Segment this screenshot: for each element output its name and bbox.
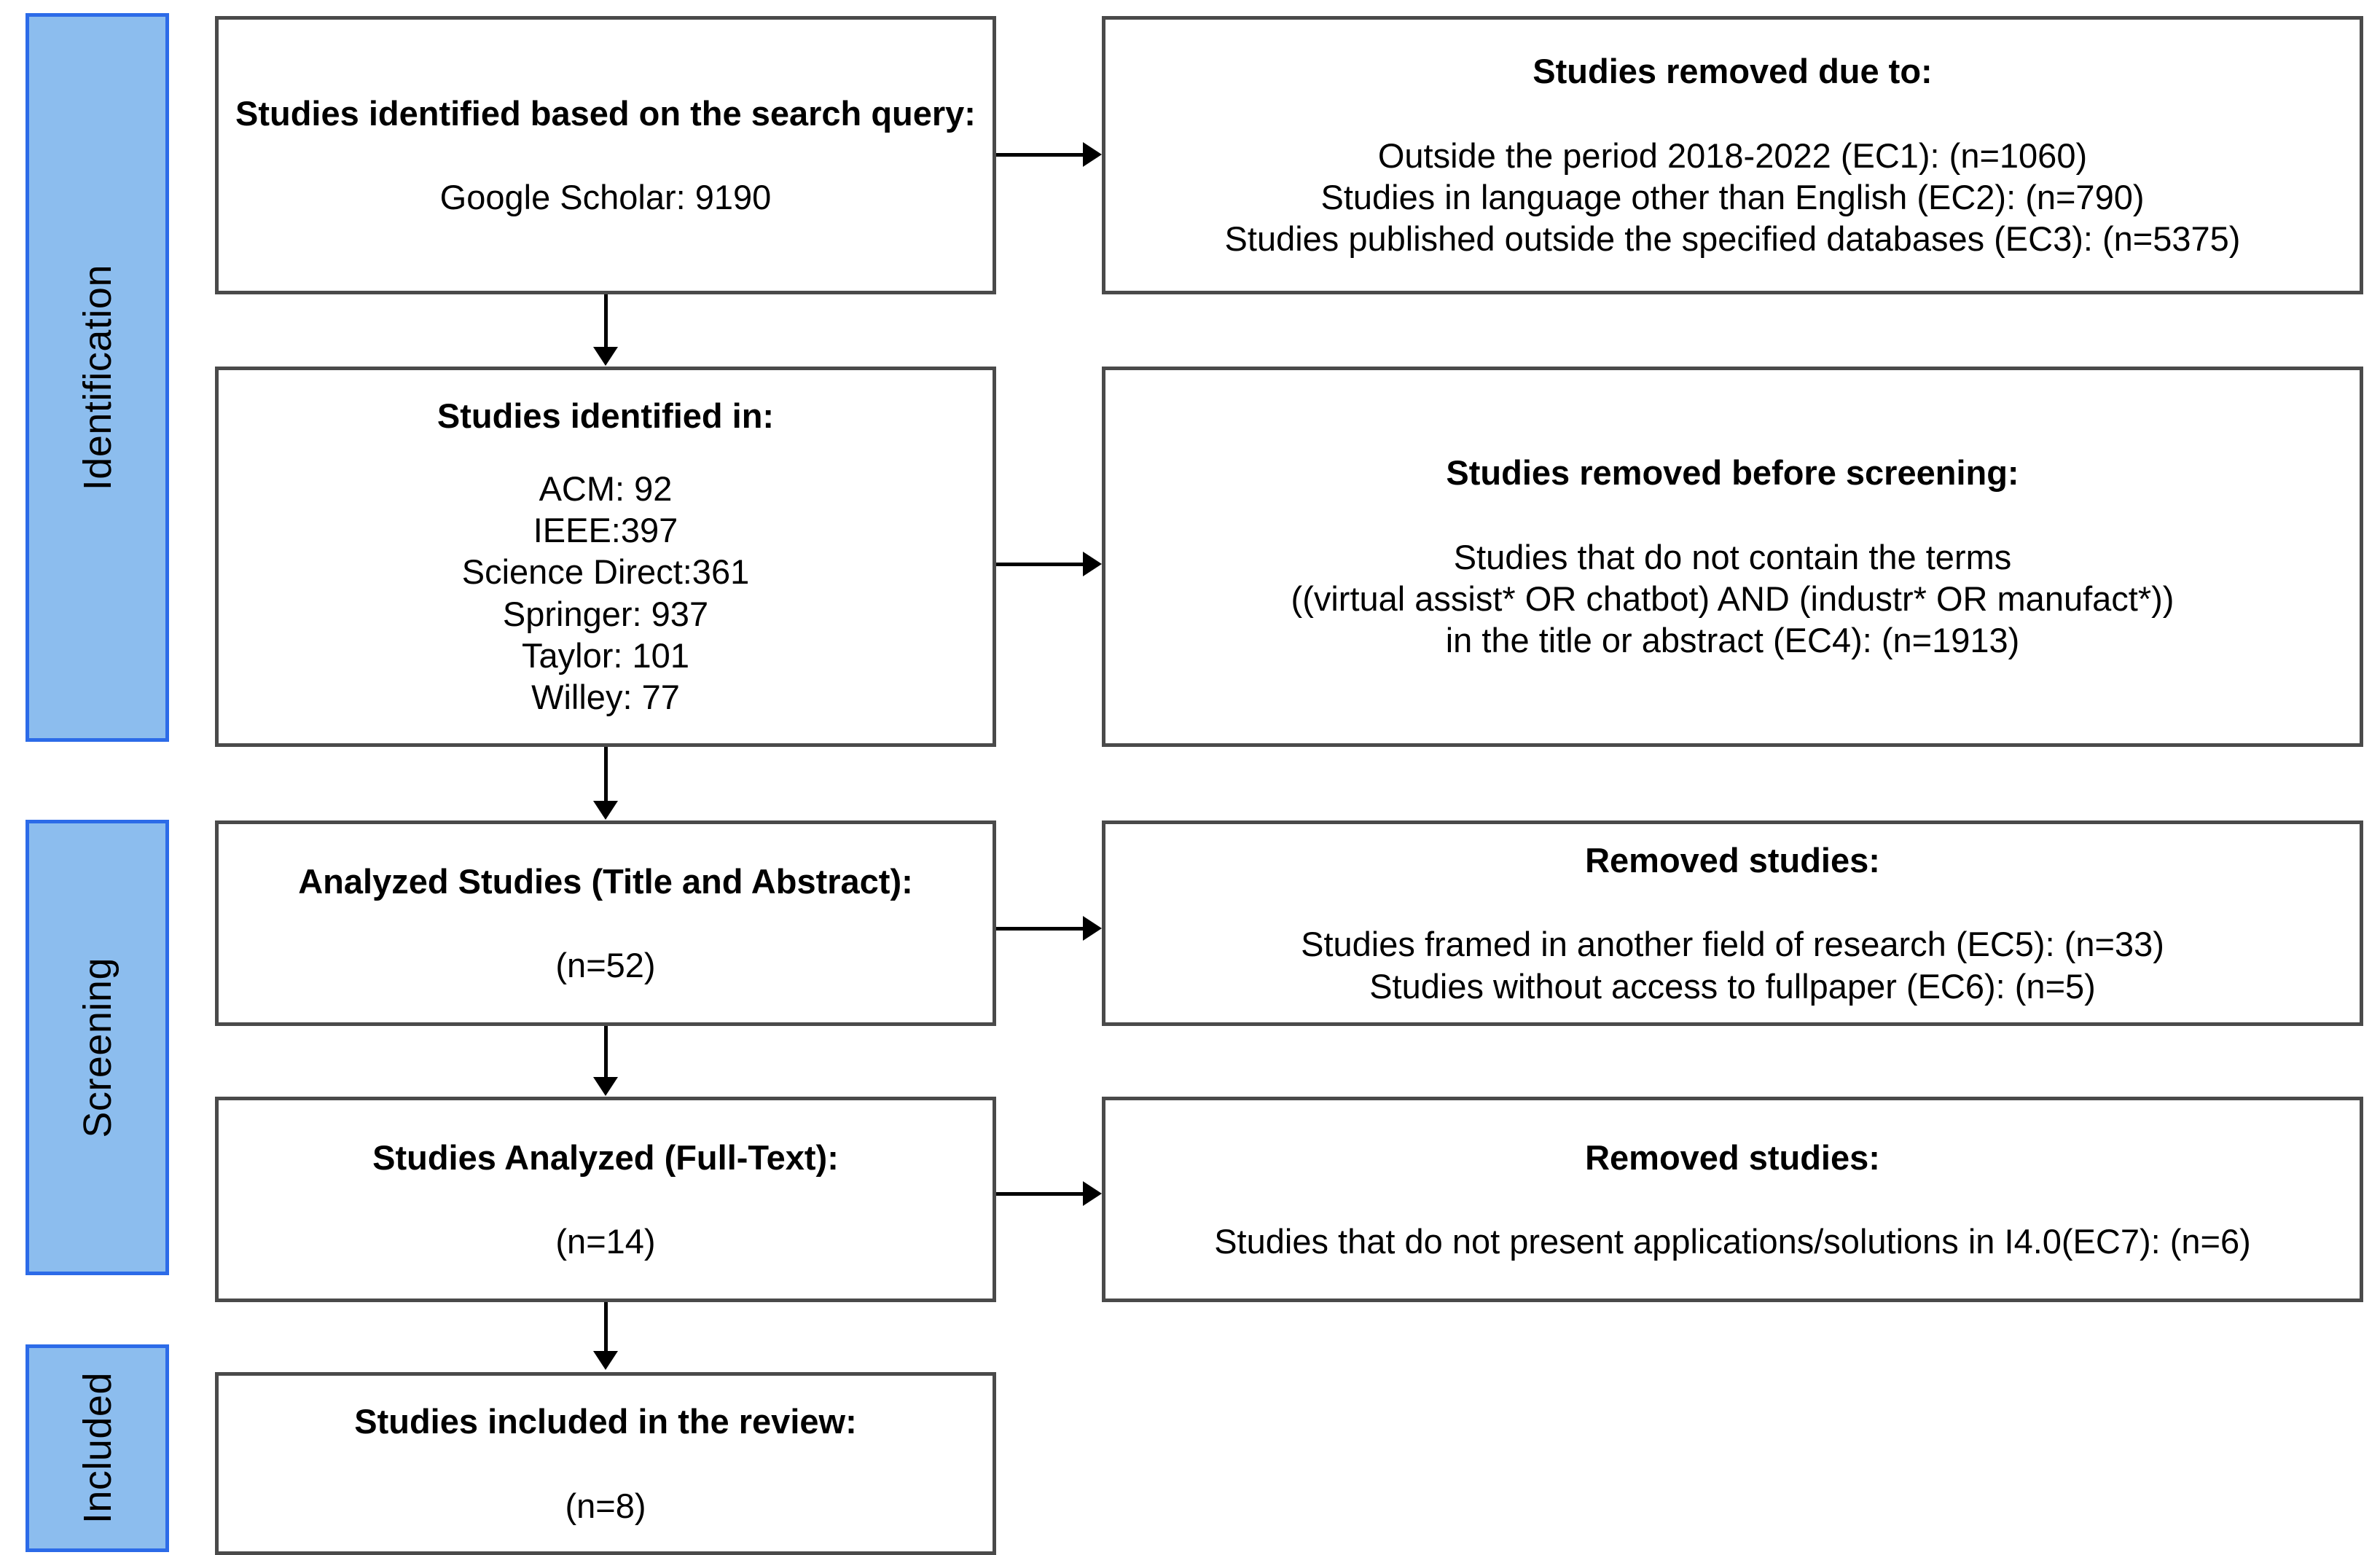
box-analyzed-title-abstract-line-0: (n=52) [555, 946, 656, 984]
box-removed-before-screening-line-0: Studies that do not contain the terms [1453, 537, 2012, 576]
connector-row2-to-row3 [604, 747, 608, 802]
box-removed-due-to-title: Studies removed due to: [1532, 52, 1933, 91]
connector-row3-horizontal [996, 927, 1084, 931]
box-included-in-review-line-0: (n=8) [565, 1486, 646, 1525]
box-studies-identified-in-title: Studies identified in: [437, 396, 775, 436]
box-studies-identified-in: Studies identified in: ACM: 92 IEEE:397 … [215, 367, 996, 747]
connector-row1-horizontal [996, 153, 1084, 157]
phase-label-identification: Identification [75, 264, 120, 491]
box-removed-before-screening: Studies removed before screening: Studie… [1102, 367, 2363, 747]
box-removed-due-to: Studies removed due to: Outside the peri… [1102, 16, 2363, 294]
box-removed-studies-screening-title: Removed studies: [1585, 841, 1880, 880]
connector-row3-to-row4 [604, 1026, 608, 1078]
box-removed-before-screening-title: Studies removed before screening: [1446, 453, 2019, 493]
phase-band-screening: Screening [26, 820, 169, 1275]
arrowhead-row5-down [593, 1351, 618, 1370]
phase-label-included: Included [75, 1372, 120, 1524]
box-analyzed-title-abstract-title: Analyzed Studies (Title and Abstract): [298, 861, 913, 901]
connector-row2-horizontal [996, 563, 1084, 566]
connector-row1-to-row2 [604, 294, 608, 348]
box-removed-due-to-line-1: Studies in language other than English (… [1320, 178, 2145, 216]
box-removed-studies-screening-line-1: Studies without access to fullpaper (EC6… [1369, 966, 2096, 1006]
box-removed-studies-fulltext: Removed studies: Studies that do not pre… [1102, 1097, 2363, 1302]
box-removed-due-to-line-0: Outside the period 2018-2022 (EC1): (n=1… [1377, 136, 2088, 175]
box-removed-due-to-line-2: Studies published outside the specified … [1224, 219, 2241, 259]
connector-row4-horizontal [996, 1192, 1084, 1196]
box-removed-studies-screening: Removed studies: Studies framed in anoth… [1102, 820, 2363, 1026]
box-studies-identified-in-line-5: Willey: 77 [531, 678, 680, 717]
arrowhead-row3-down [593, 801, 618, 820]
arrowhead-row3-right [1083, 916, 1102, 941]
box-search-query-title: Studies identified based on the search q… [235, 93, 976, 133]
box-analyzed-full-text-title: Studies Analyzed (Full-Text): [372, 1137, 839, 1177]
box-included-in-review-title: Studies included in the review: [354, 1402, 857, 1441]
box-search-query-line-0: Google Scholar: 9190 [439, 178, 772, 216]
arrowhead-row4-down [593, 1077, 618, 1096]
box-studies-identified-in-line-3: Springer: 937 [502, 594, 709, 633]
box-removed-studies-screening-line-0: Studies framed in another field of resea… [1301, 925, 2164, 964]
box-search-query: Studies identified based on the search q… [215, 16, 996, 294]
box-analyzed-full-text: Studies Analyzed (Full-Text): (n=14) [215, 1097, 996, 1302]
arrowhead-row2-right [1083, 552, 1102, 576]
box-included-in-review: Studies included in the review: (n=8) [215, 1372, 996, 1555]
phase-band-identification: Identification [26, 13, 169, 742]
box-analyzed-full-text-line-0: (n=14) [555, 1222, 656, 1261]
arrowhead-row2-down [593, 347, 618, 366]
box-removed-studies-fulltext-line-0: Studies that do not present applications… [1214, 1222, 2251, 1261]
box-studies-identified-in-line-0: ACM: 92 [539, 469, 673, 508]
box-removed-studies-fulltext-title: Removed studies: [1585, 1137, 1880, 1177]
phase-band-included: Included [26, 1344, 169, 1552]
connector-row4-to-row5 [604, 1302, 608, 1352]
box-studies-identified-in-line-4: Taylor: 101 [522, 635, 689, 675]
arrowhead-row4-right [1083, 1181, 1102, 1206]
phase-label-screening: Screening [75, 957, 120, 1138]
box-studies-identified-in-line-2: Science Direct:361 [461, 552, 750, 592]
arrowhead-row1-right [1083, 142, 1102, 167]
box-studies-identified-in-line-1: IEEE:397 [533, 511, 678, 549]
box-analyzed-title-abstract: Analyzed Studies (Title and Abstract): (… [215, 820, 996, 1026]
box-removed-before-screening-line-1: ((virtual assist* OR chatbot) AND (indus… [1291, 579, 2175, 618]
box-removed-before-screening-line-2: in the title or abstract (EC4): (n=1913) [1445, 621, 2020, 660]
